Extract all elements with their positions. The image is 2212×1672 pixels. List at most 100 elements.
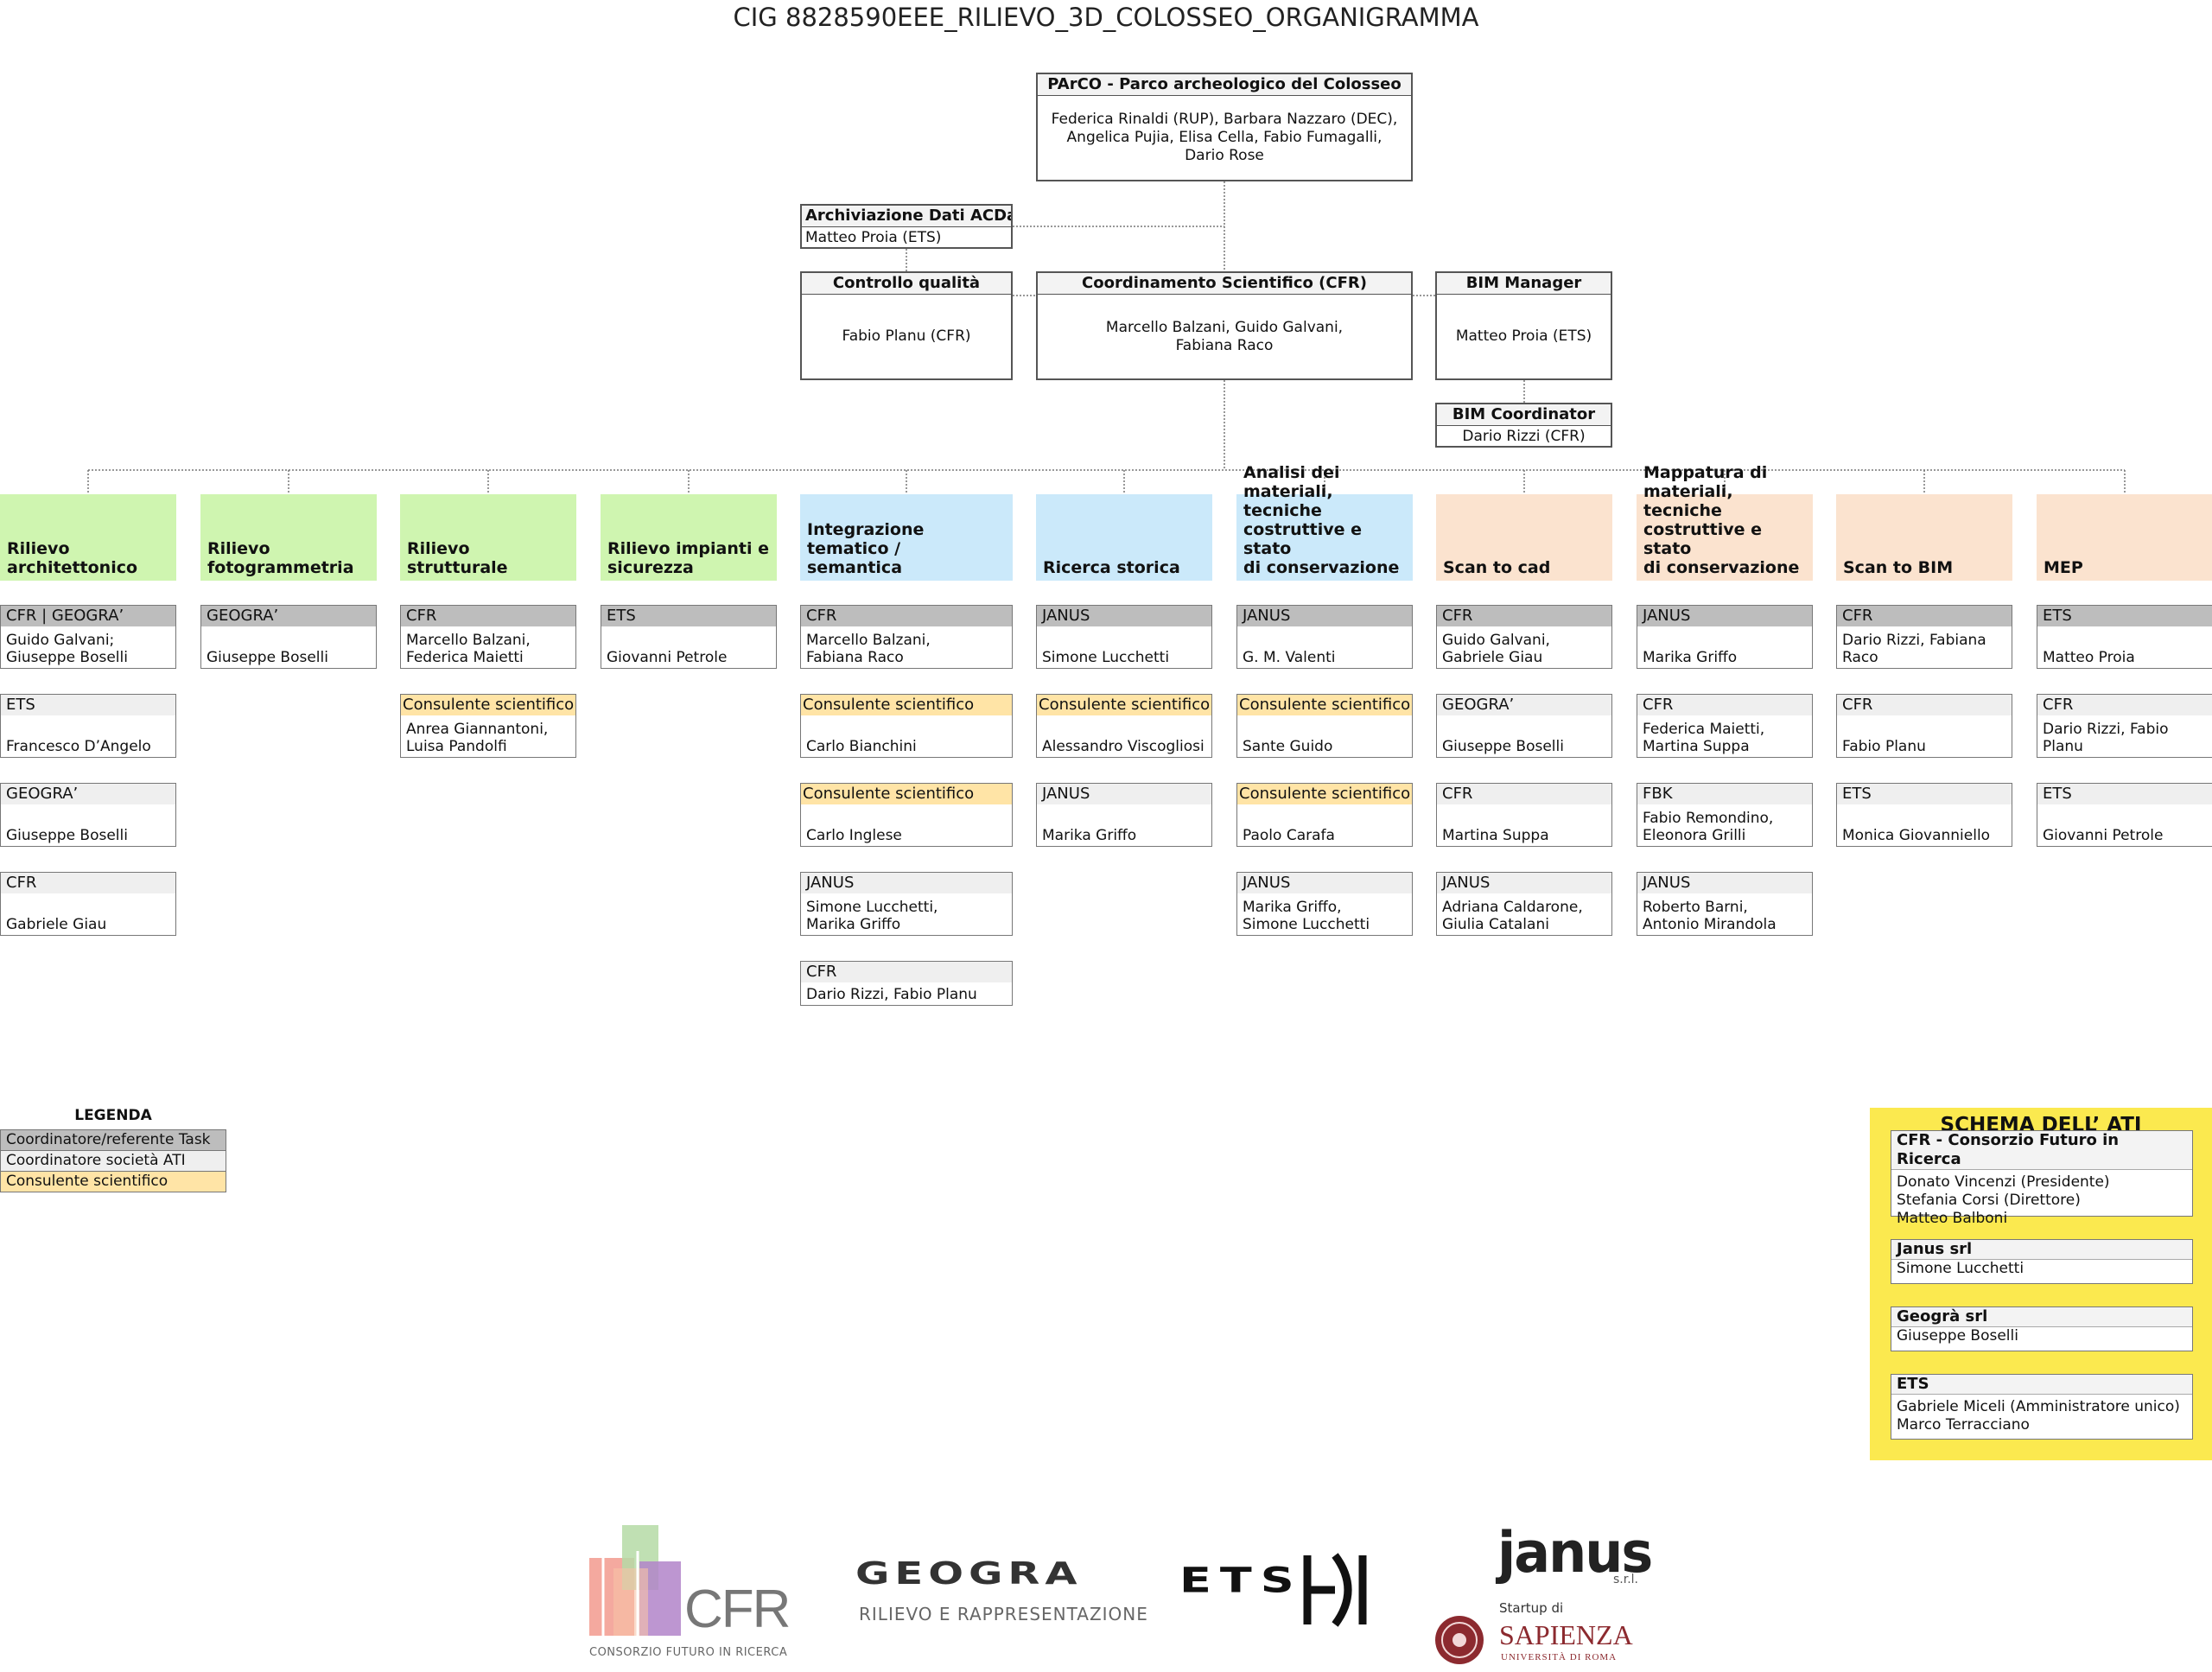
- cfr-logo-mark: [589, 1525, 681, 1636]
- task-header: Analisi dei materiali, tecniche costrutt…: [1236, 463, 1413, 581]
- task-title: Ricerca storica: [1043, 558, 1180, 577]
- member-organization: JANUS: [1037, 606, 1211, 626]
- member-organization: JANUS: [801, 873, 1012, 893]
- task-title: Rilievo impianti e sicurezza: [607, 539, 769, 577]
- archiviazione-box-title: Archiviazione Dati ACDat: [802, 206, 1011, 227]
- member-names: Matteo Proia: [2043, 649, 2135, 666]
- task-member-box: JANUS Marika Griffo: [1637, 605, 1813, 669]
- member-names: Guido Galvani, Gabriele Giau: [1442, 632, 1550, 666]
- task-member-box: CFR Federica Maietti, Martina Suppa: [1637, 694, 1813, 758]
- bim-coordinator-box: BIM Coordinator Dario Rizzi (CFR): [1435, 403, 1612, 448]
- member-organization: JANUS: [1637, 606, 1812, 626]
- ati-box-geogra-title: Geogrà srl: [1891, 1307, 2192, 1327]
- task-header: MEP: [2037, 494, 2212, 581]
- task-header: Ricerca storica: [1036, 494, 1212, 581]
- member-organization: JANUS: [1637, 873, 1812, 893]
- member-names: Simone Lucchetti, Marika Griffo: [806, 899, 938, 933]
- member-organization: CFR: [1637, 695, 1812, 715]
- task-title: Rilievo architettonico: [7, 539, 138, 577]
- geogra-logo-text: GEOGRA: [855, 1555, 1083, 1592]
- ets-logo-mark: [1303, 1553, 1367, 1627]
- task-title: Integrazione tematico / semantica: [807, 520, 925, 577]
- member-names: Marika Griffo, Simone Lucchetti: [1243, 899, 1370, 933]
- member-organization: JANUS: [1037, 784, 1211, 804]
- member-names: Fabio Planu: [1842, 738, 1926, 755]
- member-organization: JANUS: [1237, 873, 1412, 893]
- task-title: Scan to cad: [1443, 558, 1551, 577]
- member-names: Marika Griffo: [1042, 827, 1137, 844]
- task-title: Scan to BIM: [1843, 558, 1954, 577]
- member-organization: CFR: [401, 606, 575, 626]
- ets-logo: ETS: [1179, 1551, 1378, 1637]
- member-names: Giuseppe Boselli: [207, 649, 328, 666]
- member-names: Dario Rizzi, Fabio Planu: [2043, 721, 2169, 755]
- legend-title: LEGENDA: [74, 1107, 152, 1124]
- member-organization: CFR: [1837, 695, 2012, 715]
- member-names: Carlo Bianchini: [806, 738, 917, 755]
- member-organization: ETS: [2037, 784, 2212, 804]
- task-member-box: CFR Dario Rizzi, Fabio Planu: [2037, 694, 2212, 758]
- member-names: Giuseppe Boselli: [1442, 738, 1564, 755]
- bim-manager-title: BIM Manager: [1437, 273, 1611, 295]
- cfr-logo-subtitle: CONSORZIO FUTURO IN RICERCA: [589, 1646, 788, 1659]
- member-names: Marcello Balzani, Federica Maietti: [406, 632, 531, 666]
- member-organization: Consulente scientifico: [1237, 695, 1412, 715]
- cfr-logo: CFR CONSORZIO FUTURO IN RICERCA: [588, 1516, 795, 1672]
- member-organization: Consulente scientifico: [801, 695, 1012, 715]
- sapienza-logo-text: SAPIENZA: [1499, 1619, 1633, 1650]
- ets-logo-text: ETS: [1179, 1560, 1303, 1601]
- janus-logo-text: janus: [1497, 1519, 1653, 1586]
- member-organization: CFR: [1437, 606, 1611, 626]
- ati-box-ets-title: ETS: [1891, 1375, 2192, 1395]
- coordinamento-scientifico-box: Coordinamento Scientifico (CFR) Marcello…: [1036, 271, 1413, 380]
- member-names: Monica Giovanniello: [1842, 827, 1991, 844]
- member-organization: CFR: [801, 606, 1012, 626]
- task-header: Scan to BIM: [1836, 494, 2012, 581]
- member-organization: Consulente scientifico: [1037, 695, 1211, 715]
- task-title: MEP: [2044, 558, 2083, 577]
- task-member-box: CFR Guido Galvani, Gabriele Giau: [1436, 605, 1612, 669]
- member-organization: JANUS: [1437, 873, 1611, 893]
- task-member-box: JANUS Marika Griffo, Simone Lucchetti: [1236, 872, 1413, 936]
- task-header: Integrazione tematico / semantica: [800, 494, 1013, 581]
- task-header: Rilievo impianti e sicurezza: [601, 494, 777, 581]
- member-names: Adriana Caldarone, Giulia Catalani: [1442, 899, 1583, 933]
- member-organization: CFR: [2037, 695, 2212, 715]
- archiviazione-box: Archiviazione Dati ACDat Matteo Proia (E…: [800, 204, 1013, 249]
- member-names: Marika Griffo: [1643, 649, 1738, 666]
- task-member-box: CFR | GEOGRA’Guido Galvani; Giuseppe Bos…: [0, 605, 176, 669]
- legend-item-coordinatore-societa: Coordinatore società ATI: [0, 1150, 226, 1172]
- controllo-qualita-box: Controllo qualità Fabio Planu (CFR): [800, 271, 1013, 380]
- member-names: Giovanni Petrole: [2043, 827, 2164, 844]
- controllo-qualita-members: Fabio Planu (CFR): [842, 327, 971, 345]
- member-names: G. M. Valenti: [1243, 649, 1336, 666]
- member-organization: GEOGRA’: [1437, 695, 1611, 715]
- janus-startup-label: Startup di: [1499, 1600, 1564, 1616]
- member-organization: ETS: [1, 695, 175, 715]
- bim-manager-members: Matteo Proia (ETS): [1455, 327, 1592, 345]
- member-organization: ETS: [601, 606, 776, 626]
- member-organization: CFR: [1437, 784, 1611, 804]
- member-names: Giovanni Petrole: [607, 649, 728, 666]
- ati-box-ets-members: Gabriele Miceli (Amministratore unico) M…: [1897, 1398, 2180, 1434]
- task-header: Rilievo strutturale: [400, 494, 576, 581]
- member-names: Dario Rizzi, Fabiana Raco: [1842, 632, 1986, 666]
- task-member-box: GEOGRA’ Giuseppe Boselli: [1436, 694, 1612, 758]
- member-organization: Consulente scientifico: [1237, 784, 1412, 804]
- ati-box-janus: Janus srl Simone Lucchetti: [1891, 1239, 2193, 1284]
- member-names: Federica Maietti, Martina Suppa: [1643, 721, 1765, 755]
- bim-coordinator-title: BIM Coordinator: [1437, 404, 1611, 426]
- controllo-qualita-title: Controllo qualità: [802, 273, 1011, 295]
- member-organization: CFR: [1, 873, 175, 893]
- member-organization: GEOGRA’: [1, 784, 175, 804]
- parco-box-title: PArCO - Parco archeologico del Colosseo: [1038, 74, 1411, 96]
- task-title: Rilievo strutturale: [407, 539, 508, 577]
